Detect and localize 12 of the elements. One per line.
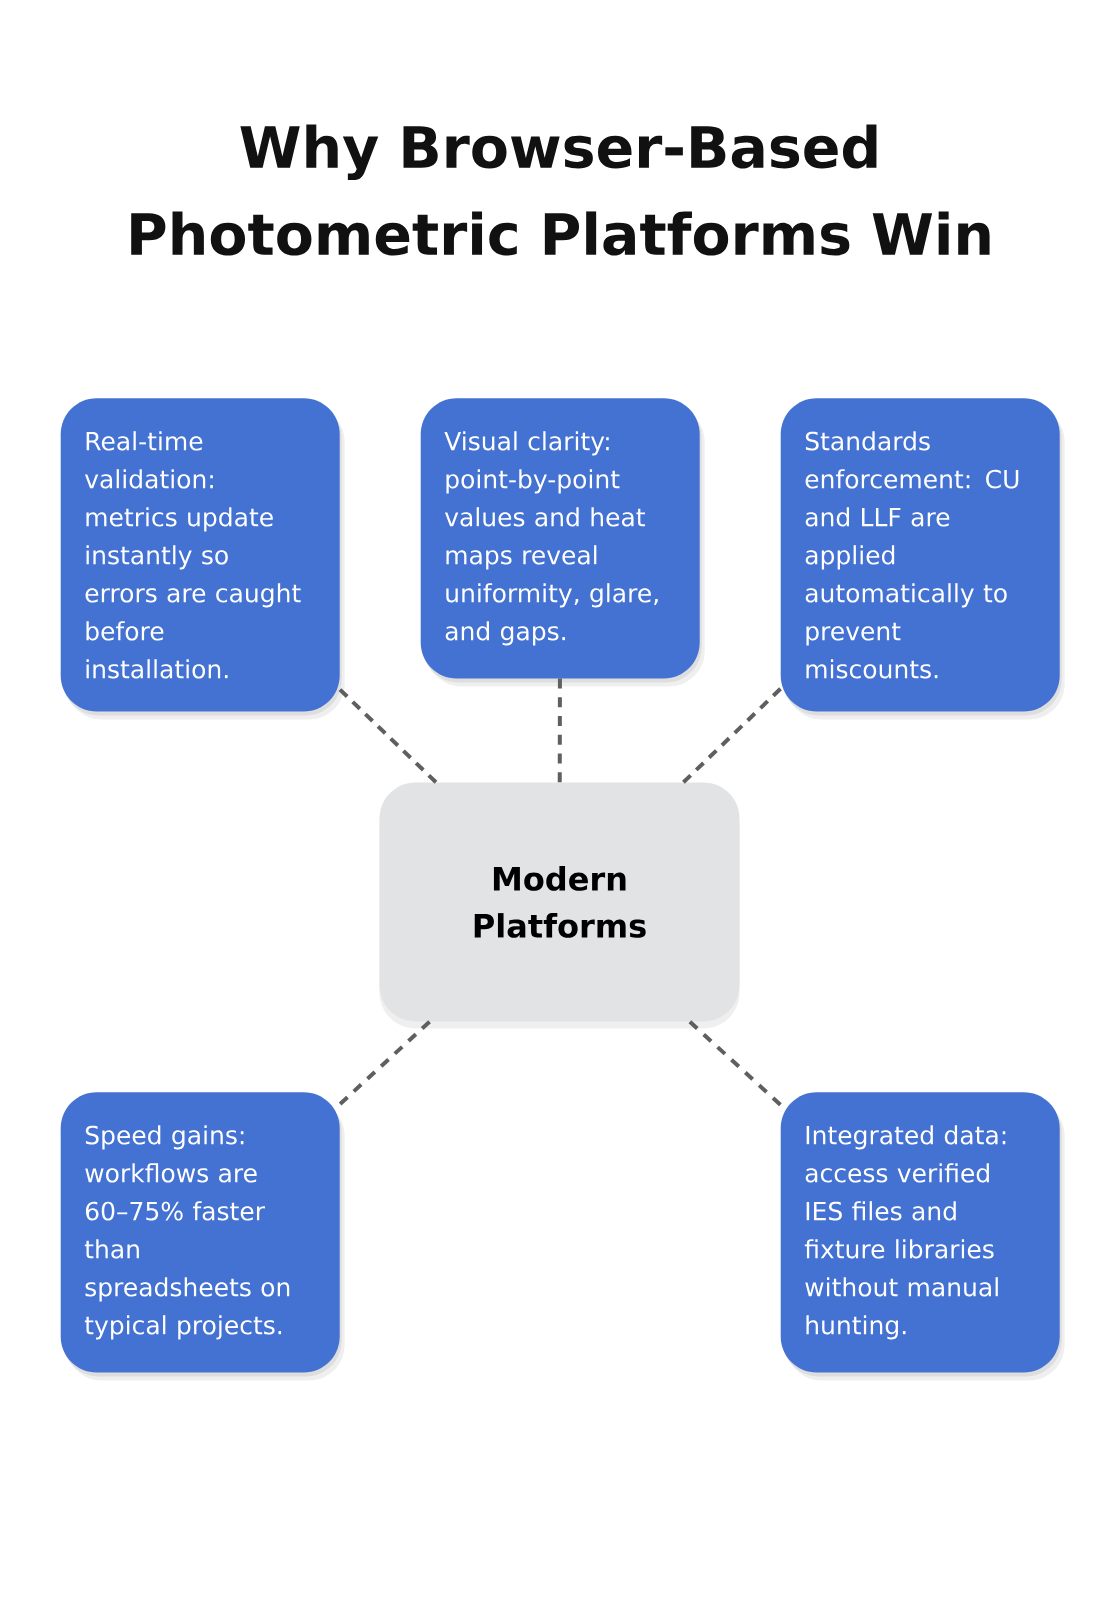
info-box: Standards enforcement: CU and LLF are applied automatically to prevent miscounts. (780, 398, 1065, 720)
connector-line (557, 678, 562, 783)
connector-line (338, 688, 438, 784)
hub-box: Modern Platforms (379, 782, 740, 1029)
connector-line (682, 687, 782, 784)
info-box: Visual clarity: point-by-point values and heat maps reveal uniformity, glare, and gaps. (420, 398, 705, 687)
connector-line (338, 1020, 431, 1106)
info-box: Integrated data: access verified IES files and fixture libraries without manual hunting. (780, 1092, 1065, 1381)
connector-line (688, 1020, 782, 1107)
title: Why Browser-Based Photometric Platforms Win (131, 124, 990, 256)
info-box: Speed gains: workflows are 60–75% faster than spreadsheets on typical projects. (60, 1092, 345, 1381)
info-box: Real-time validation: metrics update instantly so errors are caught before installation. (60, 398, 345, 720)
